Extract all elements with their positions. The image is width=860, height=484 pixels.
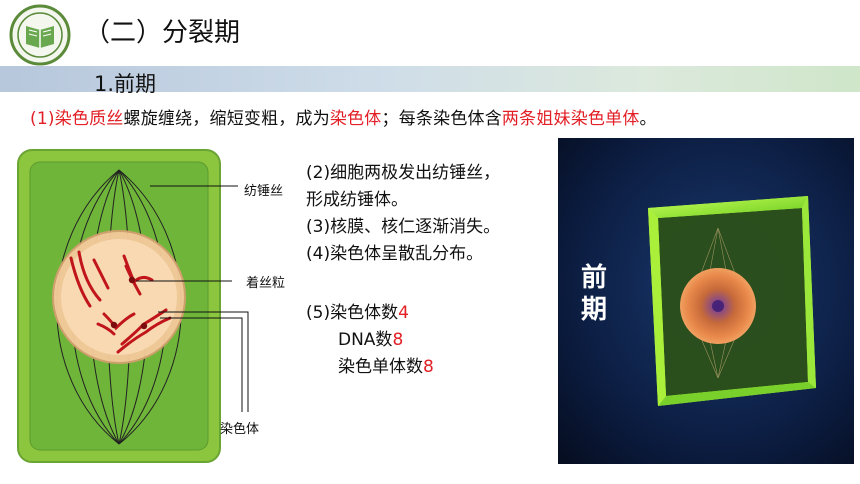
count-chromosomes-label: (5)染色体数	[306, 303, 399, 323]
page-title: （二）分裂期	[84, 18, 241, 48]
point-1-term-chromatin: 染色质丝	[54, 109, 124, 129]
point-2-line-1: (2)细胞两极发出纺锤丝，	[306, 163, 501, 183]
subtitle-bar	[0, 66, 860, 92]
label-centromere: 着丝粒	[246, 276, 286, 291]
photo-stage-label: 前期	[580, 263, 607, 325]
point-3: (3)核膜、核仁逐渐消失。	[306, 217, 501, 237]
point-1-text-b: ；每条染色体含	[381, 109, 502, 129]
point-1-prefix: (1)	[30, 109, 55, 129]
point-4: (4)染色体呈散乱分布。	[306, 244, 484, 264]
count-chromatids: 染色单体数8	[306, 354, 434, 381]
prophase-cell-diagram	[17, 149, 221, 463]
label-spindle: 纺锤丝	[244, 184, 284, 199]
count-dna: DNA数8	[306, 327, 434, 354]
count-dna-label: DNA数	[338, 330, 393, 350]
point-1: (1)染色质丝螺旋缠绕，缩短变粗，成为染色体；每条染色体含两条姐妹染色单体。	[30, 104, 657, 129]
point-1-text-c: 。	[639, 109, 657, 129]
point-1-text-a: 螺旋缠绕，缩短变粗，成为	[123, 109, 330, 129]
prophase-photo	[558, 138, 854, 464]
count-chromosomes-value: 4	[398, 303, 409, 323]
section-subtitle: 1.前期	[94, 72, 157, 96]
point-1-term-sister-chromatids: 两条姐妹染色单体	[501, 109, 640, 129]
count-chromatids-value: 8	[423, 357, 434, 377]
count-chromosomes: (5)染色体数4	[306, 300, 434, 327]
counts-block: (5)染色体数4 DNA数8 染色单体数8	[306, 300, 434, 381]
points-list: (2)细胞两极发出纺锤丝， 形成纺锤体。 (3)核膜、核仁逐渐消失。 (4)染色…	[306, 160, 500, 268]
count-dna-value: 8	[392, 330, 404, 350]
point-2-line-2: 形成纺锤体。	[306, 190, 408, 210]
label-chromosome: 染色体	[220, 422, 260, 437]
school-logo	[9, 4, 71, 66]
count-chromatids-label: 染色单体数	[338, 357, 423, 377]
point-1-term-chromosome: 染色体	[329, 109, 382, 129]
